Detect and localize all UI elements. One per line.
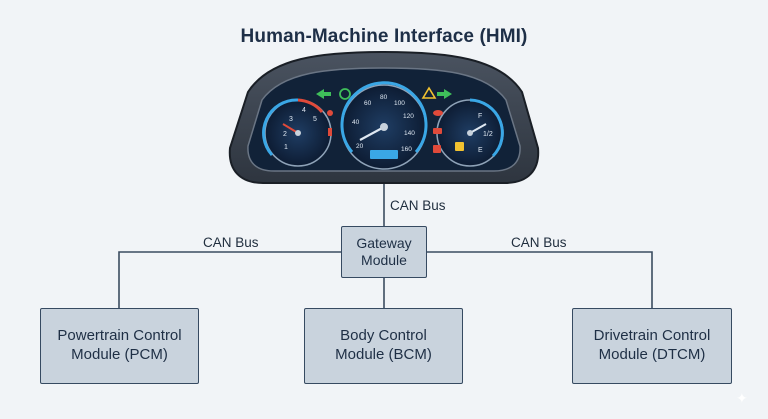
vertical-bus-label: CAN Bus bbox=[390, 198, 446, 213]
speed-tick-label: 160 bbox=[401, 146, 412, 153]
fuel-empty-label: E bbox=[478, 147, 483, 154]
fuel-pump-icon bbox=[455, 142, 464, 151]
engine-icon bbox=[433, 145, 441, 153]
speed-tick-label: 120 bbox=[403, 113, 414, 120]
turn-right-arrow-icon bbox=[437, 89, 452, 99]
turn-left-arrow-icon bbox=[316, 89, 331, 99]
bcm-module-label: Body Control Module (BCM) bbox=[335, 327, 432, 363]
bcm-module-box: Body Control Module (BCM) bbox=[304, 308, 463, 384]
dtcm-module-box: Drivetrain Control Module (DTCM) bbox=[572, 308, 732, 384]
speed-tick-label: 140 bbox=[404, 130, 415, 137]
fuel-full-label: F bbox=[478, 113, 482, 120]
speed-tick-label: 60 bbox=[364, 100, 372, 107]
gateway-module-box: Gateway Module bbox=[341, 226, 427, 278]
speed-tick-label: 80 bbox=[380, 94, 388, 101]
dtcm-module-label: Drivetrain Control Module (DTCM) bbox=[593, 327, 711, 363]
speedometer-gauge: 20 40 60 80 100 120 140 160 bbox=[340, 81, 428, 170]
speedometer-display bbox=[370, 150, 398, 159]
speed-tick-label: 100 bbox=[394, 100, 405, 107]
tachometer-gauge: 1 2 3 4 5 bbox=[262, 98, 332, 167]
tach-tick-label: 2 bbox=[283, 131, 287, 138]
pcm-module-box: Powertrain Control Module (PCM) bbox=[40, 308, 199, 384]
battery-icon bbox=[433, 128, 442, 134]
coolant-temp-icon bbox=[328, 128, 332, 136]
speed-tick-label: 40 bbox=[352, 119, 360, 126]
speed-tick-label: 20 bbox=[356, 143, 364, 150]
tach-tick-label: 5 bbox=[313, 116, 317, 123]
seatbelt-icon bbox=[327, 110, 333, 116]
headlight-icon bbox=[339, 88, 351, 100]
right-bus-label: CAN Bus bbox=[511, 235, 567, 250]
tach-tick-label: 1 bbox=[284, 144, 288, 151]
gateway-to-pcm-line bbox=[118, 251, 341, 308]
gateway-to-dtcm-line bbox=[427, 251, 653, 308]
fuel-half-label: 1/2 bbox=[483, 131, 493, 138]
warning-triangle-icon bbox=[421, 86, 437, 99]
oil-can-icon bbox=[433, 110, 443, 116]
left-bus-label: CAN Bus bbox=[203, 235, 259, 250]
tach-tick-label: 3 bbox=[289, 116, 293, 123]
gateway-module-label: Gateway Module bbox=[356, 234, 412, 269]
fuel-gauge: F 1/2 E bbox=[436, 98, 504, 167]
sparkle-icon: ✦ bbox=[736, 390, 748, 406]
tach-tick-label: 4 bbox=[302, 107, 306, 114]
diagram-title: Human-Machine Interface (HMI) bbox=[240, 26, 528, 47]
pcm-module-label: Powertrain Control Module (PCM) bbox=[57, 327, 182, 363]
